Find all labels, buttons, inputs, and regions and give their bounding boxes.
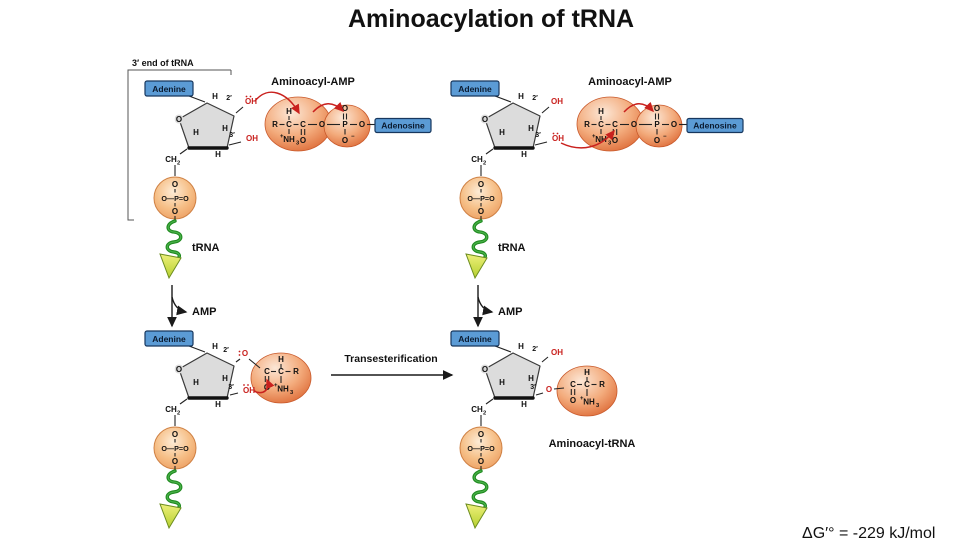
aminoacyl-amp-top-left — [264, 96, 432, 152]
three-prime-label: 3′ — [535, 132, 541, 139]
delta-g-value: ΔG′° = -229 kJ/mol — [802, 525, 935, 542]
lone-pair-dot — [247, 384, 249, 386]
ribose-unit-top-right — [449, 79, 542, 280]
hydroxyl-bonds-top-right — [534, 106, 550, 146]
lone-pair-dot — [556, 132, 559, 135]
two-prime-hydroxyl: OH — [551, 348, 563, 357]
lone-pair-dot — [249, 95, 252, 98]
two-prime-hydroxyl: OH — [551, 97, 563, 106]
two-prime-label: 2′ — [223, 347, 229, 354]
amp-label: AMP — [498, 306, 522, 318]
aminoacyl-amp-top-right — [576, 96, 744, 152]
lone-pair-dot — [243, 384, 245, 386]
three-prime-end-label: 3′ end of tRNA — [132, 58, 194, 68]
trna-label: tRNA — [192, 242, 220, 254]
amp-release-branch — [477, 296, 494, 316]
electron-shift-arrow — [623, 101, 655, 113]
trna-label: tRNA — [498, 242, 526, 254]
two-prime-label: 2′ — [226, 95, 232, 102]
page-title: Aminoacylation of tRNA — [348, 5, 634, 33]
two-prime-label: 2′ — [532, 95, 538, 102]
lone-pair-dot — [238, 350, 241, 353]
three-prime-hydroxyl: OH — [552, 134, 564, 143]
aminoacyl-amp-title: Aminoacyl-AMP — [588, 76, 672, 88]
two-prime-hydroxyl: OH — [245, 97, 257, 106]
panel-top-right: 2′ OH 3′ OH Aminoacyl-AMP tRNA — [449, 76, 744, 280]
ester-bonds-bottom-left — [229, 358, 261, 396]
ribose-unit-bottom-right — [449, 329, 542, 530]
three-prime-bracket — [127, 69, 232, 221]
electron-shift-arrow — [312, 101, 345, 113]
left-reaction-arrow: AMP — [167, 285, 216, 328]
transesterification-step: Transesterification — [331, 353, 454, 380]
aminoacyl-trna-label: Aminoacyl-tRNA — [549, 438, 636, 450]
three-prime-label: 3′ — [229, 132, 235, 139]
ribose-unit-top-left — [143, 79, 236, 280]
panel-bottom-right: 2′ OH 3′ O Aminoacyl-tRNA — [449, 329, 636, 530]
amp-release-branch — [171, 296, 188, 316]
ester-bonds-bottom-right — [535, 356, 565, 396]
three-prime-label: 3′ — [228, 384, 234, 391]
right-reaction-arrow: AMP — [473, 285, 522, 328]
amp-label: AMP — [192, 306, 216, 318]
two-prime-label: 2′ — [532, 346, 538, 353]
nucleophilic-attack-arrow — [254, 91, 300, 115]
lone-pair-dot — [552, 132, 555, 135]
three-prime-hydroxyl: OH — [246, 134, 258, 143]
lone-pair-dot — [238, 354, 241, 356]
three-prime-ester-oxygen: O — [546, 385, 552, 394]
panel-top-left: 2′ OH 3′ OH Aminoacyl-AMP tRNA — [143, 76, 432, 280]
transesterification-attack-arrow — [253, 378, 275, 394]
three-prime-label: 3′ — [530, 384, 536, 391]
nucleophilic-attack-arrow — [560, 129, 615, 149]
transesterification-label: Transesterification — [344, 353, 437, 365]
two-prime-ester-oxygen: O — [242, 349, 248, 358]
panel-bottom-left: 2′ O 3′ OH — [143, 329, 312, 530]
ribose-unit-bottom-left — [143, 329, 236, 530]
aminoacyl-ester-bottom-right — [556, 365, 618, 417]
lone-pair-dot — [245, 95, 248, 98]
hydroxyl-bonds-top-left — [228, 106, 244, 146]
aminoacyl-amp-title: Aminoacyl-AMP — [271, 76, 355, 88]
three-prime-hydroxyl: OH — [243, 386, 255, 395]
aminoacyl-ester-bottom-left — [250, 352, 312, 404]
